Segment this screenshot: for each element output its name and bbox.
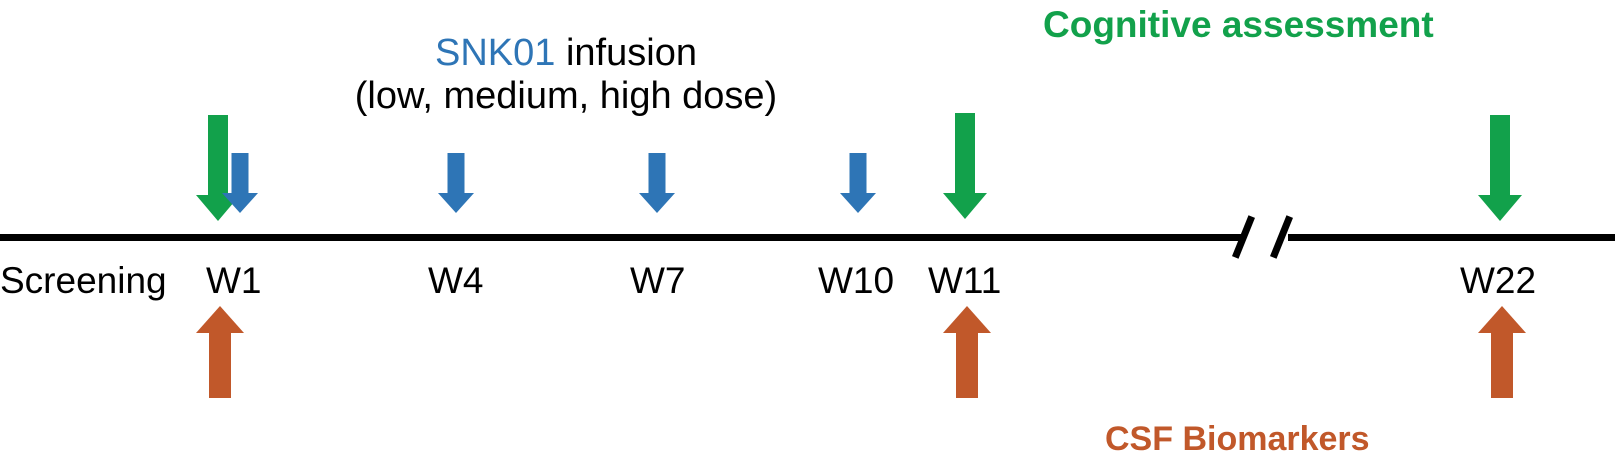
snk01-infusion-arrow-w4 (438, 153, 474, 213)
snk01-infusion-arrow-w10 (840, 153, 876, 213)
arrow-head (840, 193, 876, 213)
arrow-shaft (648, 153, 666, 195)
arrow-shaft (209, 332, 231, 398)
tick-label-w10: W10 (818, 260, 895, 301)
snk01-infusion-arrow-w7 (639, 153, 675, 213)
arrow-head (196, 306, 244, 333)
timeline-axis-right-segment (1288, 234, 1615, 241)
arrow-shaft (447, 153, 465, 195)
arrow-shaft (1490, 115, 1510, 197)
arrow-shaft (208, 115, 228, 197)
timeline-axis-left-segment (0, 234, 1242, 241)
snk01-infusion-arrow-w1 (222, 153, 258, 213)
callout-cognitive-assessment: Cognitive assessment (1043, 4, 1434, 45)
callout-infusion-line1-rest: infusion (555, 32, 697, 74)
cognitive-assessment-arrow-w11 (943, 113, 987, 219)
tick-label-w22: W22 (1460, 260, 1537, 301)
tick-label-screening: Screening (0, 260, 167, 301)
csf-biomarkers-arrow-w11 (943, 306, 991, 398)
tick-label-w1: W1 (206, 260, 262, 301)
arrow-head (943, 306, 991, 333)
drug-name-snk01: SNK01 (435, 32, 556, 74)
callout-snk01-infusion: SNK01 infusion (low, medium, high dose) (336, 32, 796, 117)
arrow-head (438, 193, 474, 213)
arrow-shaft (956, 332, 978, 398)
arrow-head (1478, 306, 1526, 333)
arrow-shaft (1491, 332, 1513, 398)
callout-infusion-line2: (low, medium, high dose) (354, 74, 778, 117)
tick-label-w4: W4 (428, 260, 484, 301)
arrow-shaft (955, 113, 975, 195)
arrow-head (222, 193, 258, 213)
arrow-head (943, 193, 987, 219)
csf-biomarkers-arrow-w22 (1478, 306, 1526, 398)
arrow-head (639, 193, 675, 213)
tick-label-w11: W11 (928, 260, 1002, 301)
arrow-shaft (231, 153, 249, 195)
arrow-head (1478, 195, 1522, 221)
cognitive-assessment-arrow-w22 (1478, 115, 1522, 221)
arrow-shaft (849, 153, 867, 195)
callout-infusion-line1: SNK01 infusion (336, 32, 796, 75)
tick-label-w7: W7 (630, 260, 686, 301)
csf-biomarkers-arrow-w1 (196, 306, 244, 398)
callout-csf-biomarkers: CSF Biomarkers (1105, 420, 1370, 458)
